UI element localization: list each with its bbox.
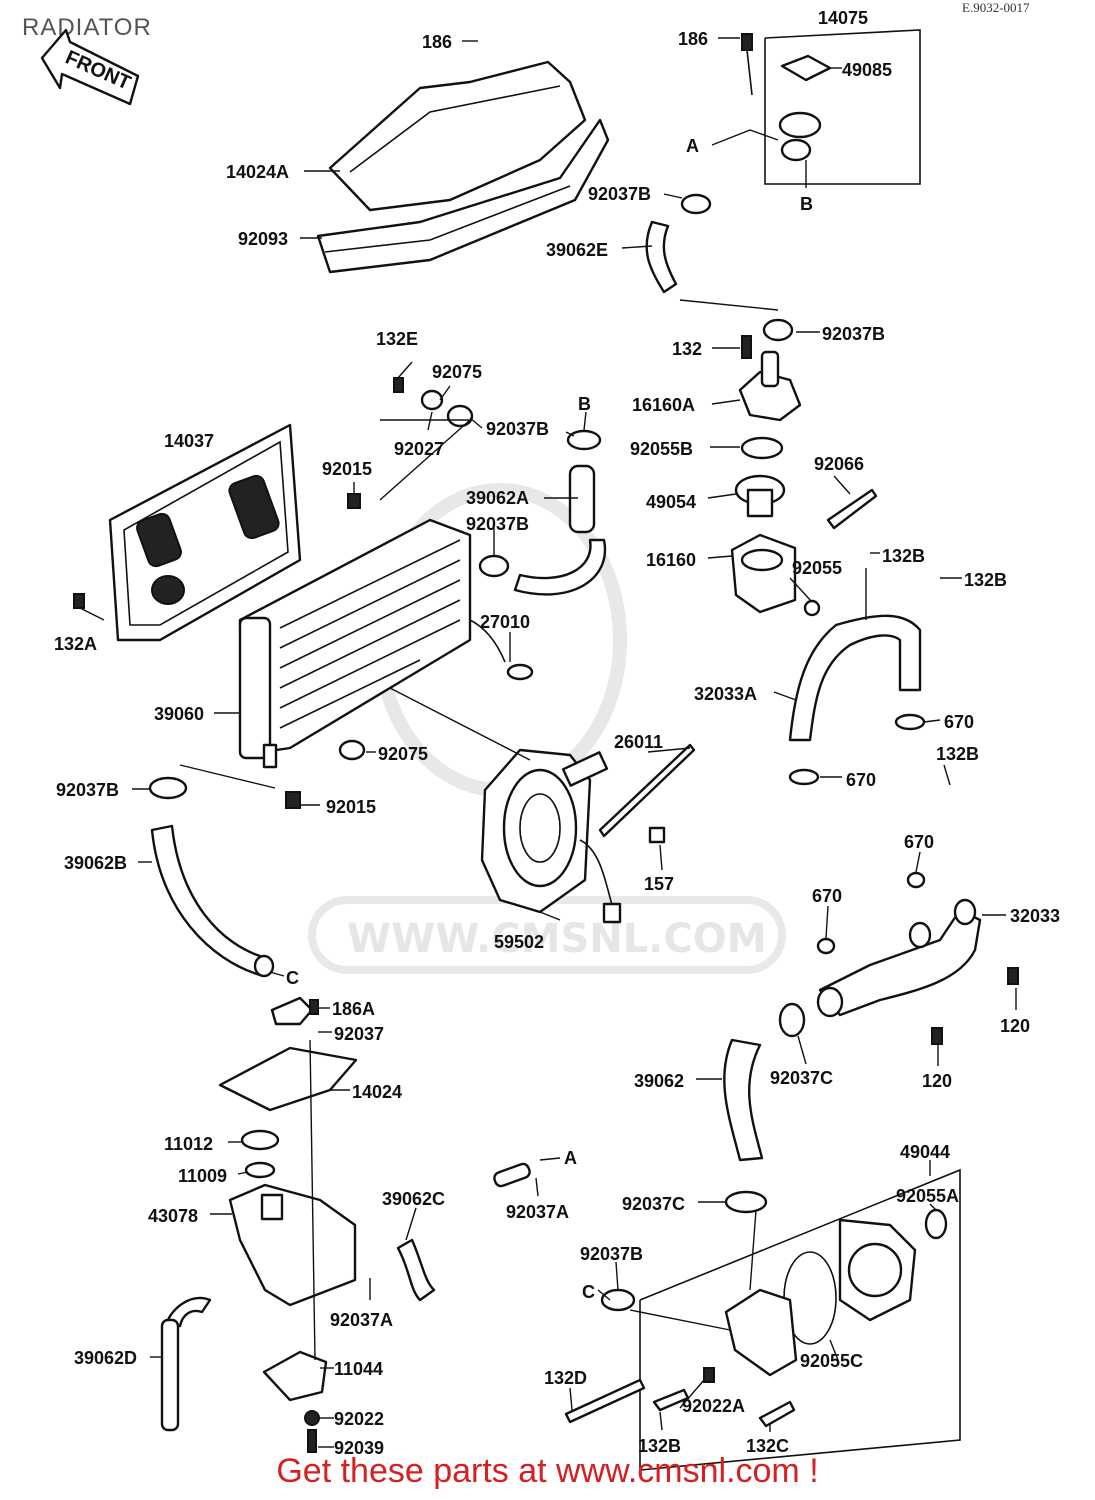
fan-assembly-59502	[480, 748, 622, 924]
label-92093: 92093	[238, 229, 288, 249]
label-670: 670	[944, 712, 974, 732]
front-arrow: FRONT	[40, 28, 140, 106]
label-132A: 132A	[54, 634, 97, 654]
label-92037C: 92037C	[770, 1068, 833, 1088]
label-92037B: 92037B	[486, 419, 549, 439]
label-32033A: 32033A	[694, 684, 757, 704]
label-92066: 92066	[814, 454, 864, 474]
label-92015: 92015	[322, 459, 372, 479]
diagram-title: RADIATOR	[22, 14, 152, 41]
label-92055: 92055	[792, 558, 842, 578]
diagram-code: E.9032-0017	[962, 0, 1030, 15]
footer-link[interactable]: Get these parts at www.cmsnl.com !	[276, 1452, 819, 1490]
label-49054: 49054	[646, 492, 696, 512]
part-labels: 186 186 14075 49085 A B 14024A 92093 920…	[54, 8, 1060, 1458]
label-59502: 59502	[494, 932, 544, 952]
label-39062E: 39062E	[546, 240, 608, 260]
label-C: C	[582, 1282, 595, 1302]
label-92055A: 92055A	[896, 1186, 959, 1206]
label-A: A	[686, 136, 699, 156]
label-11009: 11009	[178, 1166, 227, 1186]
label-16160: 16160	[646, 550, 696, 570]
watermark: WWW.CMSNL.COM	[308, 483, 786, 974]
label-C: C	[286, 968, 299, 988]
label-92015: 92015	[326, 797, 376, 817]
label-92037: 92037	[334, 1024, 384, 1044]
label-120: 120	[922, 1071, 952, 1091]
leader-lines	[79, 37, 1017, 1448]
thermostat-cap-group-14075	[741, 29, 921, 185]
watermark-text: WWW.CMSNL.COM	[347, 916, 767, 962]
label-186: 186	[678, 29, 708, 49]
label-132D: 132D	[544, 1368, 587, 1388]
label-92037C: 92037C	[622, 1194, 685, 1214]
label-14024A: 14024A	[226, 162, 289, 182]
label-92037A: 92037A	[330, 1310, 393, 1330]
label-B: B	[578, 394, 591, 414]
label-14037: 14037	[164, 431, 214, 451]
label-132B: 132B	[882, 546, 925, 566]
label-14075: 14075	[818, 8, 868, 28]
label-92075: 92075	[432, 362, 482, 382]
label-49044: 49044	[900, 1142, 950, 1162]
label-132E: 132E	[376, 329, 418, 349]
label-16160A: 16160A	[632, 395, 695, 415]
upper-cover-14024A	[316, 60, 610, 274]
label-92037B: 92037B	[822, 324, 885, 344]
label-157: 157	[644, 874, 674, 894]
label-92022: 92022	[334, 1409, 384, 1429]
label-92037B: 92037B	[56, 780, 119, 800]
label-32033: 32033	[1010, 906, 1060, 926]
label-11012: 11012	[164, 1134, 213, 1154]
thermostat-49054	[734, 474, 786, 518]
label-92075: 92075	[378, 744, 428, 764]
label-132: 132	[672, 339, 702, 359]
label-92022A: 92022A	[682, 1396, 745, 1416]
label-39060: 39060	[154, 704, 204, 724]
label-26011: 26011	[614, 732, 663, 752]
label-670: 670	[812, 886, 842, 906]
label-132C: 132C	[746, 1436, 789, 1456]
label-92037B: 92037B	[466, 514, 529, 534]
label-92037B: 92037B	[588, 184, 651, 204]
label-92037B: 92037B	[580, 1244, 643, 1264]
water-pipe-32033	[816, 871, 1019, 1045]
label-132B: 132B	[964, 570, 1007, 590]
water-pipe-32033A	[788, 599, 926, 786]
label-120: 120	[1000, 1016, 1030, 1036]
reservoir-group	[218, 996, 358, 1453]
label-A: A	[564, 1148, 577, 1168]
hose-39062A	[478, 429, 607, 596]
hose-39062B	[148, 776, 275, 978]
label-670: 670	[904, 832, 934, 852]
label-B: B	[800, 194, 813, 214]
label-92039: 92039	[334, 1438, 384, 1458]
label-132B: 132B	[936, 744, 979, 764]
label-39062A: 39062A	[466, 488, 529, 508]
label-186A: 186A	[332, 999, 375, 1019]
label-39062B: 39062B	[64, 853, 127, 873]
label-14024: 14024	[352, 1082, 402, 1102]
label-39062: 39062	[634, 1071, 684, 1091]
label-92027: 92027	[394, 439, 444, 459]
label-92055C: 92055C	[800, 1351, 863, 1371]
radiator-grille-14037	[108, 423, 302, 642]
label-11044: 11044	[334, 1359, 383, 1379]
label-92037A: 92037A	[506, 1202, 569, 1222]
label-132B: 132B	[638, 1436, 681, 1456]
radiator-39060	[238, 518, 472, 769]
label-39062C: 39062C	[382, 1189, 445, 1209]
label-43078: 43078	[148, 1206, 198, 1226]
label-39062D: 39062D	[74, 1348, 137, 1368]
thermostat-body-16160	[730, 533, 797, 614]
label-49085: 49085	[842, 60, 892, 80]
water-pump-group-49044	[564, 1168, 961, 1471]
thermostat-housing-16160A	[738, 335, 802, 422]
label-186: 186	[422, 32, 452, 52]
hose-39062	[723, 1002, 806, 1214]
label-92055B: 92055B	[630, 439, 693, 459]
label-27010: 27010	[480, 612, 530, 632]
label-670: 670	[846, 770, 876, 790]
